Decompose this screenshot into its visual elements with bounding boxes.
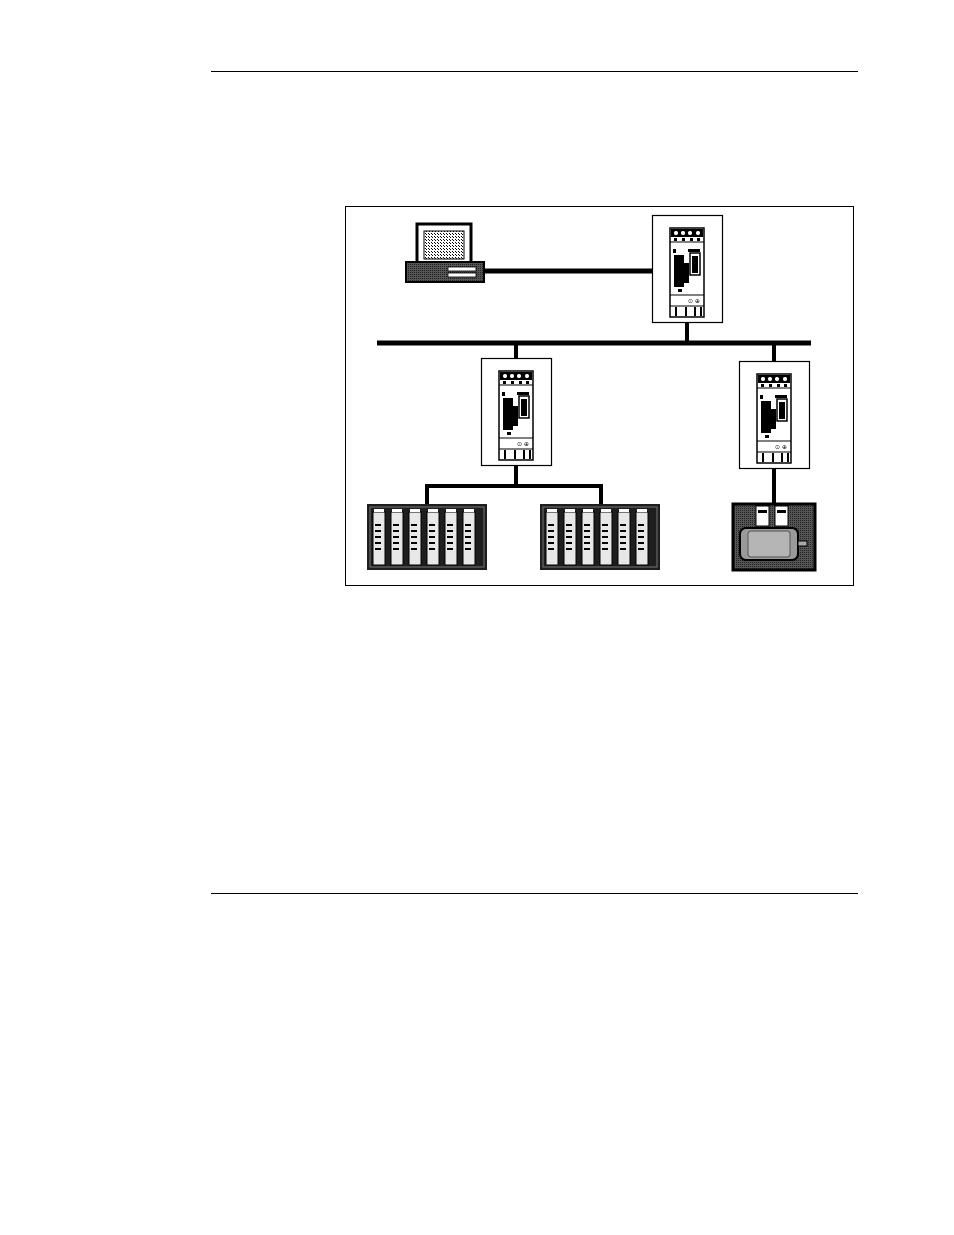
io-rack-2-icon xyxy=(540,504,660,570)
network-diagram-frame: ⊙ ⊕ xyxy=(345,206,854,586)
link-node-left-racks xyxy=(427,486,601,504)
node-left-module-icon xyxy=(482,359,552,466)
computer-icon xyxy=(406,224,484,282)
node-right-module-icon xyxy=(740,362,810,469)
network-diagram: ⊙ ⊕ xyxy=(345,206,854,586)
footer-rule xyxy=(211,893,858,894)
motor-drive-icon xyxy=(733,504,815,570)
header-rule xyxy=(211,71,858,72)
gateway-module-icon xyxy=(653,216,723,323)
io-rack-1-icon xyxy=(367,504,487,570)
